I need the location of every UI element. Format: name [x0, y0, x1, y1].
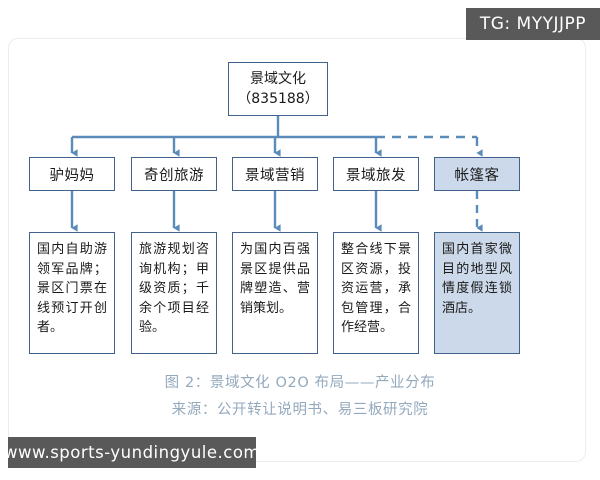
node-unit-4[interactable]: 帐篷客 — [434, 157, 520, 191]
node-root-name: 景域文化 — [250, 70, 306, 87]
node-desc-1: 旅游规划咨询机构；甲级资质；千余个项目经验。 — [131, 232, 217, 354]
node-desc-2: 为国内百强景区提供品牌塑造、营销策划。 — [232, 232, 318, 354]
figure-caption-title: 图 2：景域文化 O2O 布局——产业分布 — [164, 375, 436, 391]
node-root-code: （835188） — [237, 91, 319, 107]
node-root[interactable]: 景域文化 （835188） — [228, 62, 328, 116]
node-desc-3: 整合线下景区资源，投资运营，承包管理，合作经营。 — [333, 232, 419, 354]
node-unit-1[interactable]: 奇创旅游 — [131, 157, 217, 191]
node-desc-0: 国内自助游领军品牌；景区门票在线预订开创者。 — [29, 232, 115, 354]
figure-caption-source: 来源：公开转让说明书、易三板研究院 — [171, 402, 429, 418]
telegram-watermark-badge: TG: MYYJJPP — [465, 8, 600, 40]
node-unit-0[interactable]: 驴妈妈 — [29, 157, 115, 191]
site-watermark-badge: www.sports-yundingyule.com — [4, 437, 260, 468]
node-unit-3[interactable]: 景域旅发 — [333, 157, 419, 191]
node-unit-2[interactable]: 景域营销 — [232, 157, 318, 191]
node-desc-4: 国内首家微目的地型风情度假连锁酒店。 — [434, 232, 520, 354]
